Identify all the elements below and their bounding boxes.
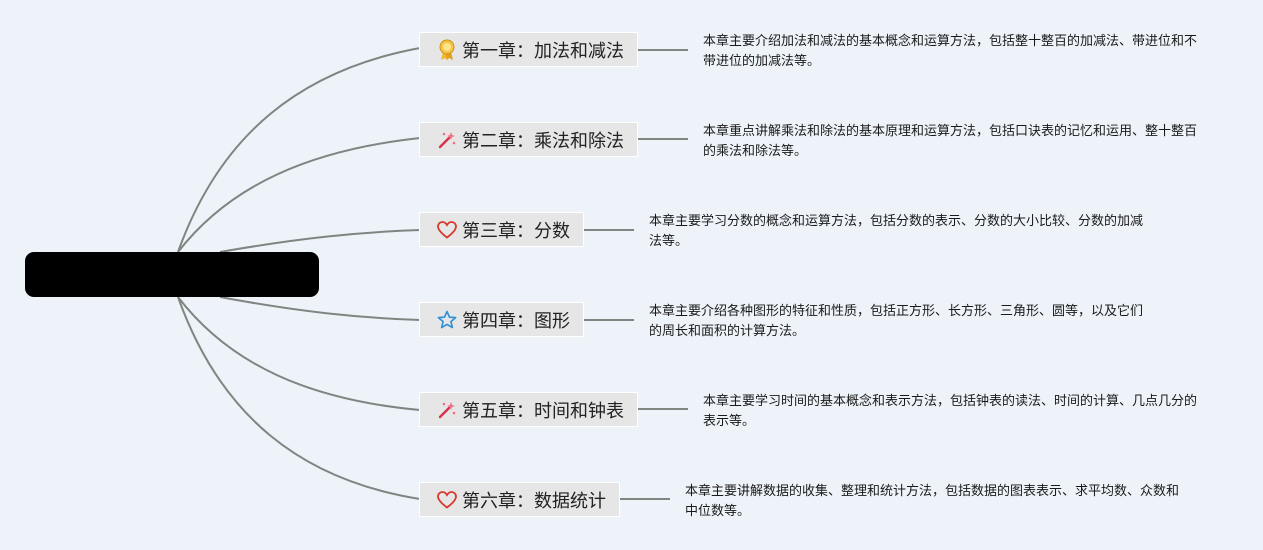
chapter-description: 本章主要介绍加法和减法的基本概念和运算方法，包括整十整百的加减法、带进位和不带进… bbox=[703, 34, 1198, 69]
chapter-node-4[interactable]: 第四章：图形 bbox=[419, 302, 584, 337]
root-topic[interactable] bbox=[25, 252, 319, 297]
chapter-description: 本章主要学习分数的概念和运算方法，包括分数的表示、分数的大小比较、分数的加减法等… bbox=[649, 214, 1144, 249]
chapter-description: 本章重点讲解乘法和除法的基本原理和运算方法，包括口诀表的记忆和运用、整十整百的乘… bbox=[703, 124, 1198, 159]
chapter-node-6[interactable]: 第六章：数据统计 bbox=[419, 482, 620, 517]
chapter-description: 本章主要讲解数据的收集、整理和统计方法，包括数据的图表表示、求平均数、众数和中位… bbox=[685, 484, 1180, 519]
connector-line bbox=[177, 47, 421, 253]
heart-icon bbox=[436, 219, 458, 241]
connector-line bbox=[177, 296, 421, 500]
chapter-node-5[interactable]: 第五章：时间和钟表 bbox=[419, 392, 638, 427]
chapter-title: 第六章：数据统计 bbox=[462, 490, 606, 512]
chapter-title: 第三章：分数 bbox=[462, 220, 570, 242]
award-ribbon-icon bbox=[436, 39, 458, 61]
connector-line bbox=[219, 229, 421, 253]
chapter-description: 本章主要学习时间的基本概念和表示方法，包括钟表的读法、时间的计算、几点几分的表示… bbox=[703, 394, 1198, 429]
chapter-title: 第二章：乘法和除法 bbox=[462, 130, 624, 152]
chapter-node-3[interactable]: 第三章：分数 bbox=[419, 212, 584, 247]
connector-line bbox=[177, 296, 421, 411]
magic-wand-icon bbox=[436, 129, 458, 151]
star-icon bbox=[436, 309, 458, 331]
chapter-title: 第一章：加法和减法 bbox=[462, 40, 624, 62]
chapter-title: 第四章：图形 bbox=[462, 310, 570, 332]
chapter-node-1[interactable]: 第一章：加法和减法 bbox=[419, 32, 638, 67]
chapter-description: 本章主要介绍各种图形的特征和性质，包括正方形、长方形、三角形、圆等，以及它们的周… bbox=[649, 304, 1144, 339]
chapter-node-2[interactable]: 第二章：乘法和除法 bbox=[419, 122, 638, 157]
chapter-title: 第五章：时间和钟表 bbox=[462, 400, 624, 422]
heart-icon bbox=[436, 489, 458, 511]
connector-line bbox=[219, 296, 421, 321]
connector-line bbox=[177, 137, 421, 253]
magic-wand-icon bbox=[436, 399, 458, 421]
